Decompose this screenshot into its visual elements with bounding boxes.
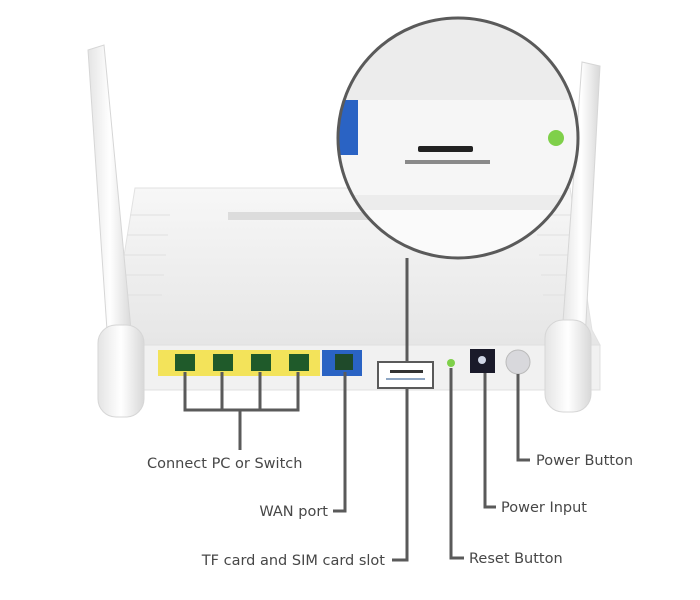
lan-port-3 [251, 354, 271, 371]
lan-ports [158, 350, 320, 376]
power-button [505, 349, 531, 375]
label-lan: Connect PC or Switch [147, 456, 302, 472]
lan-port-1 [175, 354, 195, 371]
left-antenna [87, 44, 145, 418]
wan-port [322, 350, 362, 376]
magnifier-inset [336, 16, 580, 260]
label-reset: Reset Button [469, 551, 563, 567]
lan-port-2 [213, 354, 233, 371]
card-slot [377, 361, 434, 389]
right-antenna [544, 61, 601, 413]
label-wan: WAN port [259, 504, 328, 520]
leader-lines [183, 258, 530, 562]
power-input-jack [470, 349, 495, 373]
label-power-input: Power Input [501, 500, 587, 516]
lan-port-4 [289, 354, 309, 371]
label-power-button: Power Button [536, 453, 633, 469]
label-slot: TF card and SIM card slot [201, 553, 386, 569]
reset-led [447, 359, 455, 367]
